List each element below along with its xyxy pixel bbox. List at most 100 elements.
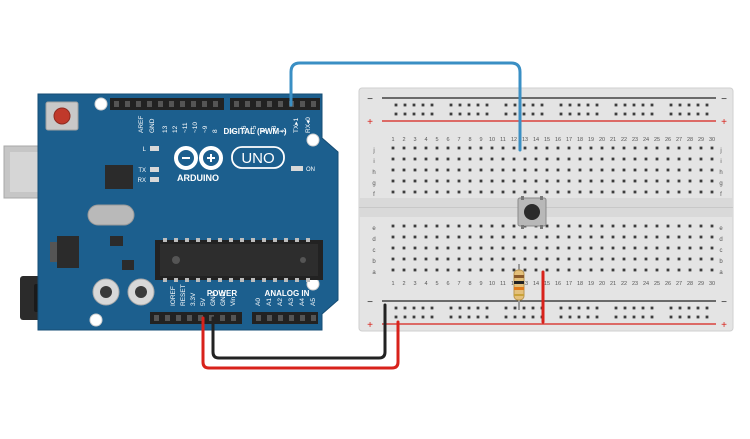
- breadboard-hole[interactable]: [534, 257, 538, 261]
- breadboard-hole[interactable]: [479, 246, 483, 250]
- breadboard-hole[interactable]: [424, 168, 428, 172]
- breadboard-hole[interactable]: [705, 103, 709, 107]
- breadboard-hole[interactable]: [669, 103, 673, 107]
- breadboard-hole[interactable]: [578, 146, 582, 150]
- breadboard-hole[interactable]: [391, 235, 395, 239]
- breadboard-hole[interactable]: [545, 168, 549, 172]
- breadboard-hole[interactable]: [413, 146, 417, 150]
- breadboard-hole[interactable]: [545, 224, 549, 228]
- breadboard-hole[interactable]: [468, 179, 472, 183]
- breadboard-hole[interactable]: [633, 157, 637, 161]
- breadboard-hole[interactable]: [611, 146, 615, 150]
- breadboard-hole[interactable]: [669, 315, 673, 319]
- breadboard-holes[interactable]: [391, 103, 714, 319]
- breadboard-hole[interactable]: [595, 315, 599, 319]
- breadboard-hole[interactable]: [457, 168, 461, 172]
- breadboard-hole[interactable]: [504, 315, 508, 319]
- breadboard-hole[interactable]: [688, 190, 692, 194]
- breadboard-hole[interactable]: [677, 257, 681, 261]
- header-pin-socket[interactable]: [300, 315, 305, 321]
- breadboard-hole[interactable]: [412, 103, 416, 107]
- breadboard-hole[interactable]: [632, 306, 636, 310]
- breadboard-hole[interactable]: [699, 257, 703, 261]
- breadboard-hole[interactable]: [446, 257, 450, 261]
- breadboard-hole[interactable]: [655, 179, 659, 183]
- breadboard-hole[interactable]: [391, 246, 395, 250]
- breadboard-hole[interactable]: [666, 179, 670, 183]
- breadboard-hole[interactable]: [391, 257, 395, 261]
- breadboard-hole[interactable]: [699, 235, 703, 239]
- breadboard-hole[interactable]: [391, 146, 395, 150]
- breadboard-hole[interactable]: [402, 268, 406, 272]
- breadboard-hole[interactable]: [512, 268, 516, 272]
- breadboard-hole[interactable]: [589, 235, 593, 239]
- breadboard-hole[interactable]: [666, 235, 670, 239]
- breadboard-hole[interactable]: [632, 315, 636, 319]
- breadboard-hole[interactable]: [633, 257, 637, 261]
- breadboard-hole[interactable]: [435, 235, 439, 239]
- breadboard-hole[interactable]: [479, 157, 483, 161]
- breadboard-hole[interactable]: [611, 179, 615, 183]
- breadboard-hole[interactable]: [490, 190, 494, 194]
- breadboard-hole[interactable]: [666, 190, 670, 194]
- breadboard-hole[interactable]: [644, 146, 648, 150]
- breadboard-hole[interactable]: [458, 112, 462, 116]
- breadboard-hole[interactable]: [534, 168, 538, 172]
- breadboard-hole[interactable]: [611, 157, 615, 161]
- breadboard-hole[interactable]: [468, 235, 472, 239]
- breadboard-hole[interactable]: [421, 103, 425, 107]
- breadboard-hole[interactable]: [559, 315, 563, 319]
- breadboard-hole[interactable]: [687, 103, 691, 107]
- breadboard-hole[interactable]: [710, 168, 714, 172]
- breadboard-hole[interactable]: [611, 224, 615, 228]
- breadboard-hole[interactable]: [578, 246, 582, 250]
- breadboard-hole[interactable]: [710, 235, 714, 239]
- breadboard-hole[interactable]: [632, 112, 636, 116]
- breadboard-hole[interactable]: [479, 179, 483, 183]
- breadboard-hole[interactable]: [449, 315, 453, 319]
- breadboard-hole[interactable]: [641, 315, 645, 319]
- breadboard-hole[interactable]: [666, 157, 670, 161]
- breadboard-hole[interactable]: [512, 190, 516, 194]
- breadboard-hole[interactable]: [403, 112, 407, 116]
- breadboard-hole[interactable]: [468, 168, 472, 172]
- breadboard-hole[interactable]: [468, 246, 472, 250]
- breadboard-hole[interactable]: [501, 146, 505, 150]
- breadboard-hole[interactable]: [688, 257, 692, 261]
- breadboard-hole[interactable]: [479, 257, 483, 261]
- breadboard-hole[interactable]: [559, 306, 563, 310]
- breadboard-hole[interactable]: [403, 315, 407, 319]
- breadboard-hole[interactable]: [457, 257, 461, 261]
- breadboard-hole[interactable]: [678, 306, 682, 310]
- breadboard-hole[interactable]: [687, 112, 691, 116]
- breadboard-hole[interactable]: [556, 257, 560, 261]
- breadboard-hole[interactable]: [710, 224, 714, 228]
- breadboard-hole[interactable]: [512, 179, 516, 183]
- breadboard-hole[interactable]: [402, 190, 406, 194]
- breadboard-hole[interactable]: [435, 168, 439, 172]
- breadboard-hole[interactable]: [394, 315, 398, 319]
- breadboard-hole[interactable]: [501, 190, 505, 194]
- breadboard-hole[interactable]: [545, 157, 549, 161]
- breadboard-hole[interactable]: [391, 190, 395, 194]
- breadboard-hole[interactable]: [678, 103, 682, 107]
- breadboard-hole[interactable]: [614, 306, 618, 310]
- breadboard-hole[interactable]: [512, 224, 516, 228]
- breadboard-hole[interactable]: [710, 246, 714, 250]
- breadboard-hole[interactable]: [567, 168, 571, 172]
- header-pin-socket[interactable]: [136, 101, 141, 107]
- breadboard-hole[interactable]: [501, 257, 505, 261]
- breadboard-hole[interactable]: [677, 190, 681, 194]
- breadboard-hole[interactable]: [688, 268, 692, 272]
- breadboard-hole[interactable]: [490, 246, 494, 250]
- breadboard-hole[interactable]: [513, 315, 517, 319]
- breadboard-hole[interactable]: [512, 146, 516, 150]
- breadboard-hole[interactable]: [678, 112, 682, 116]
- breadboard-hole[interactable]: [622, 179, 626, 183]
- breadboard-hole[interactable]: [688, 235, 692, 239]
- breadboard-hole[interactable]: [655, 224, 659, 228]
- breadboard-hole[interactable]: [644, 168, 648, 172]
- breadboard-hole[interactable]: [666, 146, 670, 150]
- header-pin-socket[interactable]: [267, 315, 272, 321]
